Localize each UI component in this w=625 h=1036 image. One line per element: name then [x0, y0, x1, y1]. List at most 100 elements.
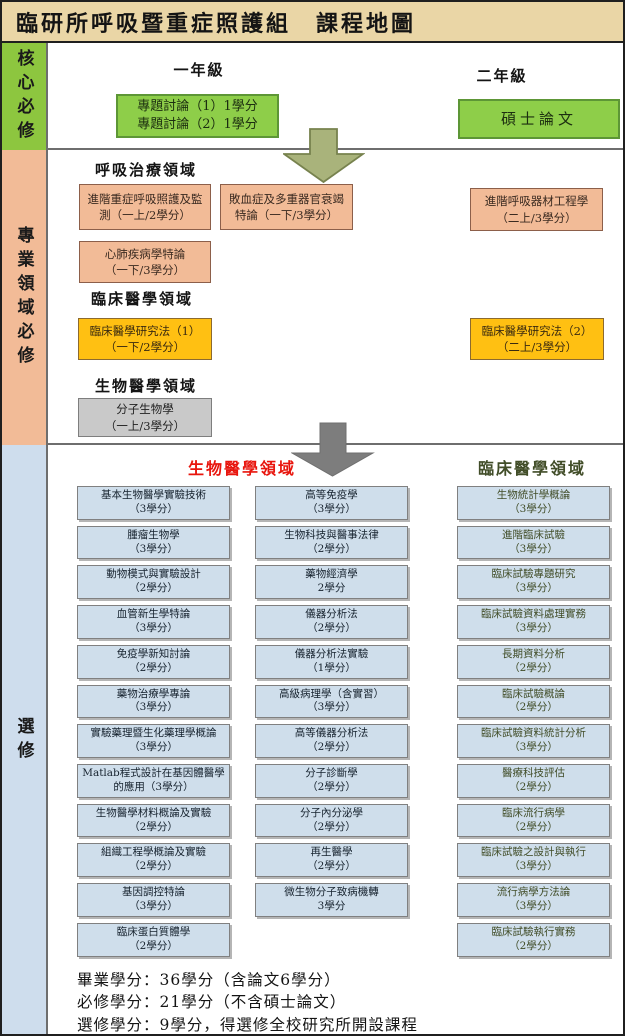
course-box: 生物科技與醫事法律 （2學分） — [255, 525, 408, 560]
course-box: 臨床流行病學 （2學分） — [457, 803, 610, 838]
course-box: 進階重症呼吸照護及監 測（一上/2學分） — [79, 184, 211, 230]
course-credit: （2學分） — [307, 780, 356, 793]
course-title: 再生醫學 — [310, 846, 353, 859]
elective-column-biomedical-2: 高等免疫學 （3學分） 生物科技與醫事法律 （2學分） 藥物經濟學 2學分 儀器… — [255, 486, 408, 917]
course-box: 敗血症及多重器官衰竭 特論（一下/3學分） — [220, 184, 353, 230]
course-title: 臨床流行病學 — [502, 806, 565, 819]
course-box: 分子診斷學 （2學分） — [255, 764, 408, 798]
course-credit: （3學分） — [509, 622, 558, 635]
course-box: 臨床蛋白質體學 （2學分） — [77, 922, 230, 957]
down-arrow-icon — [290, 422, 375, 477]
course-title: 藥物治療學專論 — [116, 687, 191, 700]
course-box: 分子生物學 （一上/3學分） — [78, 398, 212, 437]
course-credit: （二上/3學分） — [496, 340, 578, 354]
course-credit: （3學分） — [129, 542, 178, 555]
course-box: 臨床醫學研究法（2） （二上/3學分） — [470, 318, 604, 360]
course-title: 臨床試驗專題研究 — [491, 568, 576, 581]
course-box: 臨床試驗專題研究 （3學分） — [457, 565, 610, 600]
course-box: 高級病理學（含實習） （3學分） — [255, 684, 408, 719]
course-title: 藥物經濟學 — [305, 568, 358, 581]
course-title: 臨床試驗資料統計分析 — [481, 727, 586, 740]
course-credit: 3學分 — [317, 900, 346, 913]
course-box: 生物醫學材料概論及實驗 （2學分） — [77, 803, 230, 838]
sidebar-elective: 選修 — [2, 445, 48, 1034]
elective-column-clinical: 生物統計學概論 （3學分） 進階臨床試驗 （3學分） 臨床試驗專題研究 （3學分… — [457, 486, 610, 957]
course-title: 臨床試驗之設計與執行 — [481, 846, 586, 859]
course-box: 醫療科技評估 （2學分） — [457, 764, 610, 798]
course-credit: （2學分） — [129, 582, 178, 595]
course-box: Matlab程式設計在基因體醫學 的應用（3學分） — [77, 764, 230, 798]
course-title: 臨床試驗資料處理實務 — [481, 608, 586, 621]
sidebar-professional-label: 專業領域必修 — [13, 225, 34, 370]
course-credit: （2學分） — [129, 939, 178, 952]
course-box: 生物統計學概論 （3學分） — [457, 486, 610, 520]
course-box: 微生物分子致病機轉 3學分 — [255, 883, 408, 917]
course-box: 儀器分析法 （2學分） — [255, 605, 408, 639]
course-box: 流行病學方法論 （3學分） — [457, 883, 610, 917]
course-credit: （3學分） — [509, 741, 558, 754]
course-title: 醫療科技評估 — [502, 767, 565, 780]
course-title: 儀器分析法 — [305, 608, 358, 621]
sidebar-professional-required: 專業領域必修 — [2, 150, 48, 445]
course-title: 長期資料分析 — [502, 647, 565, 660]
course-box: 血管新生學特論 （3學分） — [77, 605, 230, 639]
course-credit: 測（一上/2學分） — [99, 208, 191, 222]
course-title: 進階呼吸器材工程學 — [484, 194, 589, 209]
page-title: 臨研所呼吸暨重症照護組 課程地圖 — [2, 2, 623, 43]
elective-column-biomedical-1: 基本生物醫學實驗技術 （3學分） 腫瘤生物學 （3學分） 動物模式與實驗設計 （… — [77, 486, 230, 957]
course-title: 生物科技與醫事法律 — [284, 528, 379, 541]
course-title: 儀器分析法實驗 — [294, 647, 369, 660]
course-box: 藥物治療學專論 （3學分） — [77, 684, 230, 719]
course-title: 臨床蛋白質體學 — [116, 925, 191, 938]
course-credit: 2學分 — [317, 582, 346, 595]
elective-credits-line: 選修學分：9學分，得選修全校研究所開設課程 — [77, 1015, 418, 1034]
course-credit: （3學分） — [307, 502, 356, 515]
course-credit: （3學分） — [129, 741, 178, 754]
course-box: 基因調控特論 （3學分） — [77, 883, 230, 917]
course-credit: （一上/3學分） — [104, 418, 186, 433]
course-title: 進階臨床試驗 — [502, 528, 565, 541]
course-box: 進階呼吸器材工程學 （二上/3學分） — [470, 188, 603, 231]
course-title: 動物模式與實驗設計 — [106, 568, 201, 581]
course-title: 流行病學方法論 — [496, 886, 571, 899]
course-credit: （2學分） — [307, 860, 356, 873]
course-credit: （3學分） — [509, 860, 558, 873]
course-credit: （一下/3學分） — [104, 263, 186, 277]
course-credit: （3學分） — [509, 542, 558, 555]
required-credits-line: 必修學分：21學分（不含碩士論文） — [77, 993, 347, 1012]
course-box: 高等儀器分析法 （2學分） — [255, 724, 408, 759]
course-box: 基本生物醫學實驗技術 （3學分） — [77, 486, 230, 520]
course-title: 微生物分子致病機轉 — [284, 886, 379, 899]
course-box: 臨床醫學研究法（1） （一下/2學分） — [78, 318, 212, 360]
course-credit: （1學分） — [307, 661, 356, 674]
course-title: 專題討論（1）1學分 — [137, 98, 258, 114]
course-credit: （3學分） — [129, 701, 178, 714]
clinical-field-header: 臨床醫學領域 — [91, 290, 194, 308]
course-box: 臨床試驗之設計與執行 （3學分） — [457, 843, 610, 878]
course-title: Matlab程式設計在基因體醫學 — [82, 767, 225, 780]
year2-header: 二年級 — [476, 67, 528, 85]
course-title: 臨床醫學研究法（1） — [89, 323, 201, 338]
course-credit: （2學分） — [129, 860, 178, 873]
course-credit: 的應用（3學分） — [113, 780, 194, 793]
course-title: 分子診斷學 — [305, 767, 358, 780]
course-credit: （3學分） — [129, 900, 178, 913]
course-title: 血管新生學特論 — [116, 608, 191, 621]
course-credit: （2學分） — [509, 939, 558, 952]
course-box: 實驗藥理暨生化藥理學概論 （3學分） — [77, 724, 230, 759]
graduation-credits-line: 畢業學分：36學分（含論文6學分） — [77, 971, 341, 989]
course-credit: （2學分） — [307, 741, 356, 754]
course-credit: （2學分） — [509, 661, 558, 674]
biomedical-field-header: 生物醫學領域 — [95, 377, 198, 395]
course-credit: 專題討論（2）1學分 — [137, 117, 258, 132]
section-divider — [2, 443, 623, 445]
course-credit: （3學分） — [509, 502, 558, 515]
course-box: 長期資料分析 （2學分） — [457, 644, 610, 679]
course-title: 基因調控特論 — [122, 886, 185, 899]
course-title: 臨床醫學研究法（2） — [481, 323, 593, 338]
course-box: 臨床試驗執行實務 （2學分） — [457, 922, 610, 957]
credit-summary: 畢業學分：36學分（含論文6學分） 必修學分：21學分（不含碩士論文） 選修學分… — [77, 969, 418, 1034]
course-box: 藥物經濟學 2學分 — [255, 565, 408, 600]
down-arrow-icon — [281, 128, 366, 184]
